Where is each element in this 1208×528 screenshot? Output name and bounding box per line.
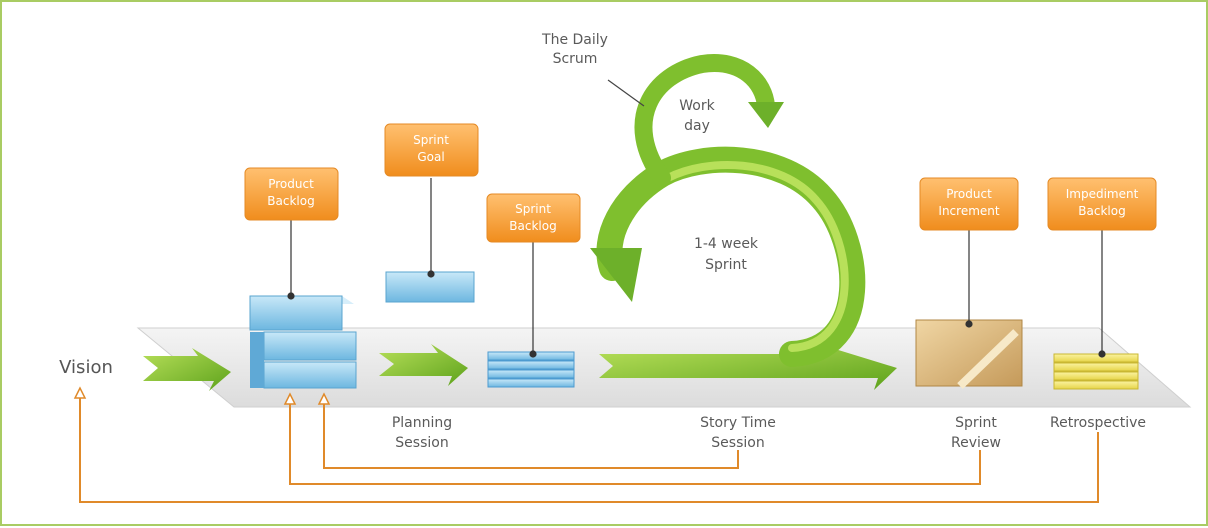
tag-product-increment: Product Increment [919, 177, 1019, 231]
sprint-loop-icon [596, 146, 866, 367]
daily-scrum-arrowhead-icon [748, 102, 784, 128]
tag-sprint-backlog-line2: Backlog [509, 219, 556, 233]
work-day-label-line1: Work [679, 98, 715, 114]
tag-sprint-goal: Sprint Goal [384, 123, 479, 177]
arrowhead-icon [317, 392, 331, 405]
stage-sprint-review-line1: Sprint [955, 415, 997, 431]
tag-product-backlog-line2: Backlog [267, 194, 314, 208]
sprint-backlog-stack [487, 351, 575, 388]
feedback-loops [79, 394, 1099, 503]
impediment-backlog-stack [1053, 353, 1139, 390]
stage-sprint-review-line2: Review [951, 435, 1001, 451]
tag-product-increment-line2: Increment [938, 204, 999, 218]
sprint-loop-highlight [664, 161, 849, 352]
tag-product-backlog: Product Backlog [244, 167, 339, 221]
daily-scrum-pointer [607, 79, 645, 107]
flow-arrow-icon [143, 348, 231, 391]
daily-scrum-loop-icon [634, 54, 775, 187]
flow-arrow-icon [379, 344, 468, 386]
tag-sprint-backlog: Sprint Backlog [486, 193, 581, 243]
arrowhead-icon [283, 392, 297, 405]
tag-impediment-backlog-line2: Backlog [1078, 204, 1125, 218]
tag-impediment-backlog-line1: Impediment [1066, 187, 1139, 201]
tag-product-increment-line1: Product [946, 187, 992, 201]
stage-story-time-line1: Story Time [700, 415, 776, 431]
daily-scrum-label-line2: Scrum [553, 51, 598, 67]
feedback-line-sprint-review [289, 400, 981, 485]
tag-sprint-goal-line1: Sprint [413, 133, 449, 147]
stage-planning-line2: Session [395, 435, 448, 451]
sprint-goal-block [385, 271, 475, 303]
feedback-line-retrospective [79, 394, 1099, 503]
arrowhead-icon [73, 386, 87, 399]
work-day-label-line2: day [684, 118, 710, 134]
stage-planning-line1: Planning [392, 415, 452, 431]
feedback-line-story-time [323, 400, 739, 469]
stage-story-time-line2: Session [711, 435, 764, 451]
product-backlog-stack [249, 295, 357, 389]
product-increment-box [915, 319, 1023, 389]
tag-sprint-backlog-line1: Sprint [515, 202, 551, 216]
sprint-length-label-line1: 1-4 week [694, 236, 759, 252]
sprint-length-label-line2: Sprint [705, 257, 747, 273]
tag-impediment-backlog: Impediment Backlog [1047, 177, 1157, 231]
tag-product-backlog-line1: Product [268, 177, 314, 191]
vision-label: Vision [59, 357, 113, 378]
stage-retrospective: Retrospective [1050, 415, 1146, 431]
daily-scrum-label-line1: The Daily [541, 32, 608, 48]
tag-sprint-goal-line2: Goal [417, 150, 444, 164]
sprint-loop-arrowhead-icon [590, 248, 642, 302]
